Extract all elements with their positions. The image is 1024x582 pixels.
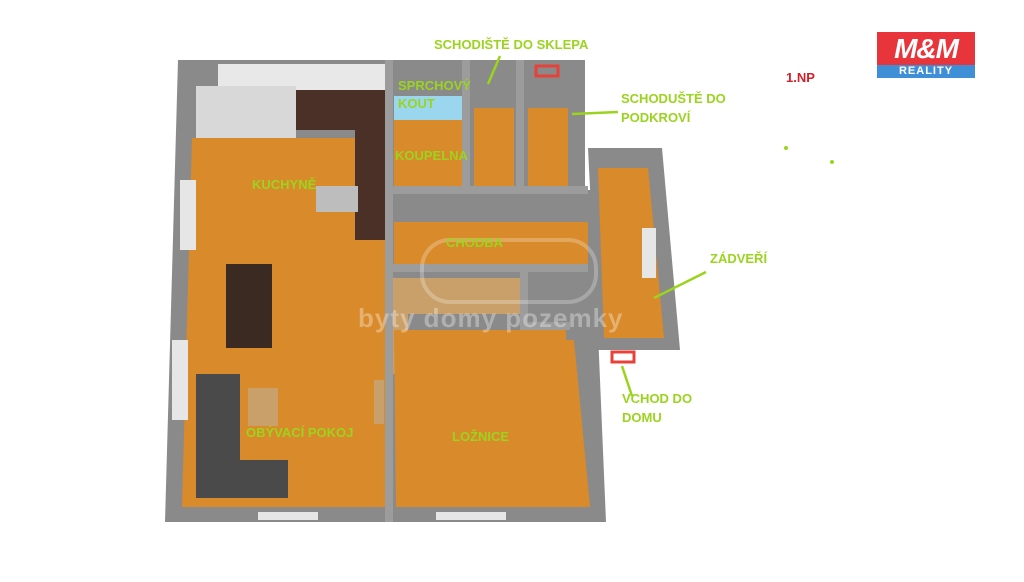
wall-corridor-top [392,186,588,194]
coffee-table [248,388,278,426]
label-bedroom: LOŽNICE [452,429,510,444]
wall-corridor-bottom [392,264,588,272]
kitchen-counter [290,90,385,130]
window-bottom-left [258,512,318,520]
callout-attic-stairs-line2: PODKROVÍ [621,110,691,125]
tv-unit [374,380,384,424]
leader-attic [571,110,619,116]
hallway-furniture [390,278,520,314]
window-bottom-right [436,512,506,520]
floor-label: 1.NP [786,70,815,85]
leader-entrance [620,365,634,397]
callout-entrance-line2: DOMU [622,410,662,425]
label-vestibule: ZÁDVEŘÍ [710,251,768,266]
wall-bedroom-top [520,322,570,330]
window-left-bottom [172,340,188,420]
label-kitchen: KUCHYNĚ [252,177,317,192]
label-bathroom: KOUPELNA [395,148,468,163]
callout-attic-stairs-line1: SCHODUŠTĚ DO [621,91,726,106]
dot-1 [784,146,788,150]
window-vestibule [642,228,656,278]
logo-top: M&M [877,32,975,65]
label-shower-line1: SPRCHOVÝ [398,78,471,93]
leader-cellar [486,55,502,85]
vestibule-floor [598,168,664,338]
sofa [196,374,288,498]
watermark-text: byty domy pozemky [358,303,624,333]
kitchen-wall-units [196,86,296,138]
dining-table [226,264,272,348]
shower-floor [394,96,462,120]
wall-bath-stairs [462,60,470,190]
wall-bedroom-inner [520,272,528,324]
label-living-room: OBÝVACÍ POKOJ [246,425,354,440]
bathroom-floor [394,120,462,186]
kitchen-island [355,130,385,240]
window-left-top [180,180,196,250]
watermark-mark [420,238,598,304]
callout-entrance-line1: VCHOD DO [622,391,693,406]
callout-cellar-stairs: SCHODIŠTĚ DO SKLEPA [434,37,589,52]
leader-vestibule [653,270,707,300]
door-marker-entrance [610,350,636,364]
dot-2 [830,160,834,164]
bedroom-floor [394,330,590,507]
range-hood [316,186,358,212]
cellar-stairs [474,108,514,186]
label-shower-line2: KOUT [398,96,435,111]
label-hallway: CHODBA [446,235,504,250]
logo-bottom: REALITY [877,65,975,78]
wall-kitchen-bath [385,60,393,522]
door-marker-top [534,64,560,78]
mm-reality-logo: M&M REALITY [877,32,975,78]
wall-stairs-mid [516,60,524,190]
attic-stairs [528,108,568,186]
